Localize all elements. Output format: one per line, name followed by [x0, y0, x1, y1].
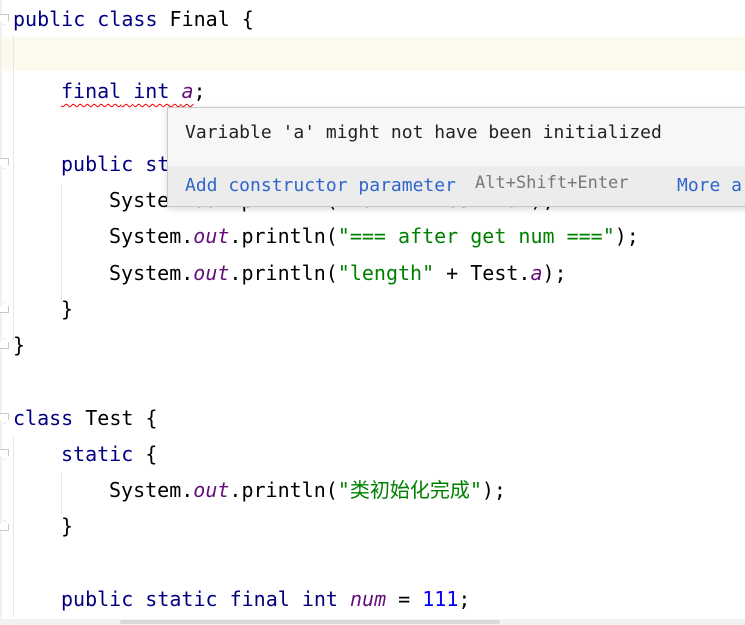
string-literal: "类初始化完成" — [337, 478, 482, 502]
code-text: = — [386, 587, 423, 611]
field-name: a — [530, 261, 543, 285]
code-text: Test { — [73, 406, 158, 430]
fold-marker-icon[interactable] — [0, 449, 9, 460]
code-line[interactable]: class Test { — [13, 403, 158, 433]
fold-marker-icon[interactable] — [0, 302, 9, 313]
error-highlight: final int a — [61, 79, 193, 103]
code-text: .println( — [229, 478, 338, 502]
inspection-popup: Variable 'a' might not have been initial… — [167, 107, 745, 207]
inspection-message: Variable 'a' might not have been initial… — [185, 122, 662, 143]
code-line[interactable]: } — [13, 330, 25, 360]
code-line[interactable]: public class Final { — [13, 4, 254, 34]
string-literal: "length" — [337, 261, 435, 285]
caret-line-highlight — [0, 37, 745, 71]
keyword: final — [61, 79, 122, 103]
fold-marker-icon[interactable] — [0, 520, 9, 531]
field-name: out — [193, 261, 230, 285]
code-line[interactable]: } — [61, 511, 73, 541]
code-line[interactable]: static { — [61, 439, 157, 469]
field-name: num — [350, 587, 387, 611]
field-name: out — [193, 478, 230, 502]
keyword: static — [61, 442, 134, 466]
code-line[interactable]: } — [61, 294, 73, 324]
indent-guide — [13, 437, 14, 617]
code-text: } — [61, 514, 74, 538]
code-text: ); — [542, 261, 567, 285]
number-literal: 111 — [422, 587, 459, 611]
keyword: public class — [13, 7, 158, 31]
code-text: Final { — [157, 7, 254, 31]
code-text: } — [61, 297, 74, 321]
code-text: ); — [481, 478, 506, 502]
code-text: ; — [193, 79, 206, 103]
indent-guide — [61, 184, 62, 302]
keyword: public st — [61, 152, 170, 176]
code-text: { — [133, 442, 158, 466]
fold-marker-icon[interactable] — [0, 413, 9, 424]
code-text: ); — [614, 224, 639, 248]
keyword: public static final int — [61, 587, 338, 611]
keyword: int — [133, 79, 170, 103]
code-text: .println( — [229, 224, 338, 248]
fold-marker-icon[interactable] — [0, 14, 9, 25]
code-line[interactable]: System.out.println("length" + Test.a); — [109, 258, 567, 288]
shortcut-hint: Alt+Shift+Enter — [475, 173, 629, 193]
horizontal-scrollbar[interactable] — [0, 619, 745, 625]
code-line[interactable]: System.out.println("类初始化完成"); — [109, 475, 506, 505]
code-text: + Test. — [434, 261, 531, 285]
code-line[interactable]: final int a; — [61, 76, 206, 106]
scrollbar-thumb[interactable] — [120, 620, 500, 624]
code-text: } — [13, 333, 26, 357]
code-line[interactable]: public st — [61, 149, 169, 179]
indent-guide — [61, 472, 62, 514]
more-actions-link[interactable]: More a — [677, 175, 743, 196]
code-text: System. — [109, 478, 194, 502]
code-line[interactable]: System.out.println("=== after get num ==… — [109, 221, 639, 251]
fold-marker-icon[interactable] — [0, 158, 9, 169]
code-text: System. — [109, 224, 194, 248]
field-name: out — [193, 224, 230, 248]
add-constructor-parameter-link[interactable]: Add constructor parameter — [185, 175, 456, 196]
indent-guide — [13, 36, 14, 340]
field-name: a — [181, 79, 194, 103]
code-text: .println( — [229, 261, 338, 285]
code-line[interactable]: public static final int num = 111; — [61, 584, 470, 614]
quick-fix-bar: Add constructor parameter Alt+Shift+Ente… — [168, 166, 745, 206]
string-literal: "=== after get num ===" — [337, 224, 615, 248]
keyword: class — [13, 406, 74, 430]
fold-marker-icon[interactable] — [0, 338, 9, 349]
code-text: ; — [458, 587, 471, 611]
code-text: System. — [109, 261, 194, 285]
